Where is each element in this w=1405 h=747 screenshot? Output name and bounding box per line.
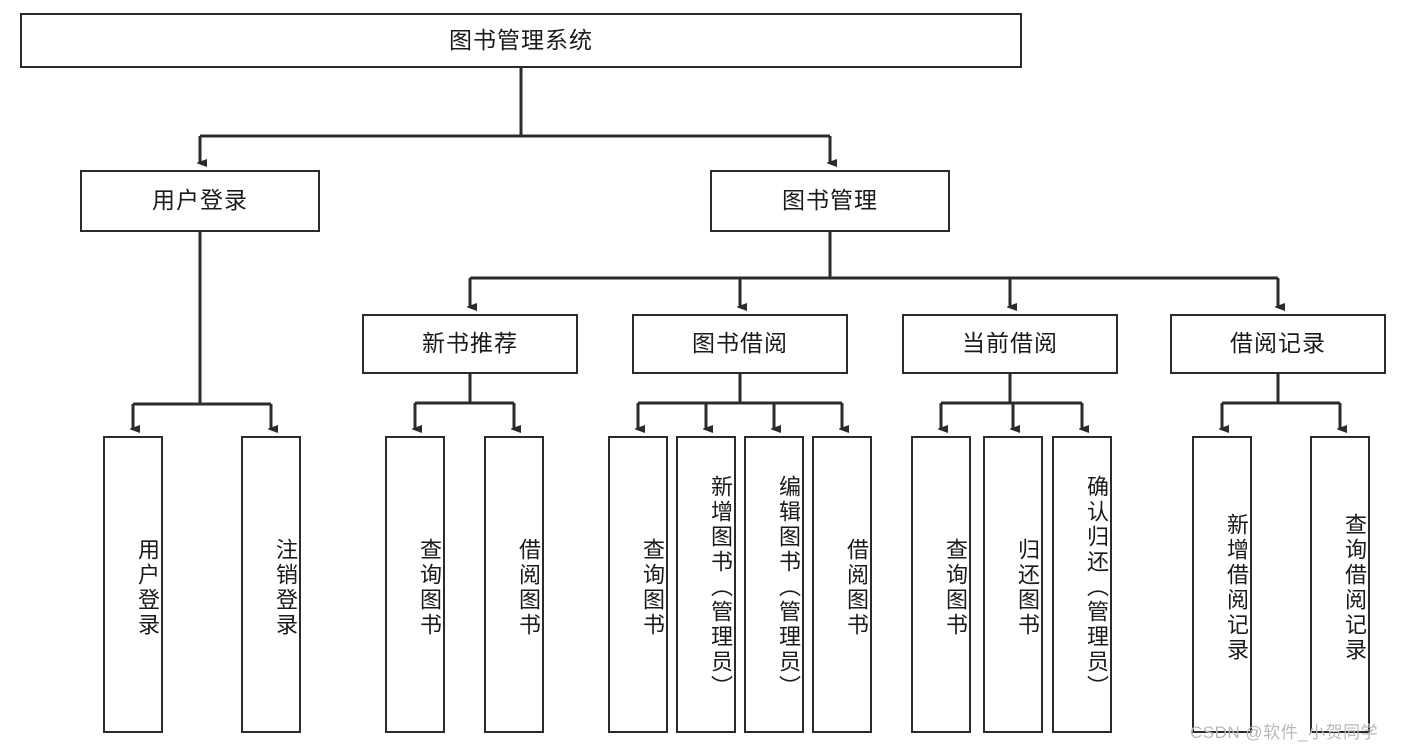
node-book-management[interactable]: 图书管理 (710, 170, 950, 232)
leaf-node[interactable]: 编辑图书（管理员） (744, 436, 804, 733)
leaf-node[interactable]: 归还图书 (983, 436, 1043, 733)
leaf-node-label: 归还图书 (1015, 537, 1040, 638)
node-new-book-recommend-label: 新书推荐 (422, 330, 518, 357)
node-book-borrow-label: 图书借阅 (692, 330, 788, 357)
node-borrow-record-label: 借阅记录 (1230, 330, 1326, 357)
node-root[interactable]: 图书管理系统 (20, 13, 1022, 68)
leaf-node[interactable]: 确认归还（管理员） (1052, 436, 1112, 733)
leaf-node[interactable]: 新增图书（管理员） (676, 436, 736, 733)
leaf-node-label: 借阅图书 (516, 537, 541, 638)
leaf-node-label: 借阅图书 (844, 537, 869, 638)
leaf-node[interactable]: 查询图书 (911, 436, 971, 733)
leaf-node-label: 注销登录 (273, 537, 298, 638)
leaf-node-label: 查询图书 (417, 537, 442, 638)
leaf-node[interactable]: 注销登录 (241, 436, 301, 733)
node-current-borrow-label: 当前借阅 (962, 330, 1058, 357)
leaf-node-label: 查询借阅记录 (1342, 512, 1367, 663)
csdn-watermark: CSDN @软件_小贺同学 (1190, 723, 1379, 742)
leaf-node-label: 编辑图书（管理员） (776, 475, 801, 700)
node-user-login-label: 用户登录 (152, 187, 248, 214)
node-book-management-label: 图书管理 (782, 187, 878, 214)
leaf-node[interactable]: 借阅图书 (812, 436, 872, 733)
leaf-node-label: 新增图书（管理员） (708, 475, 733, 700)
node-new-book-recommend[interactable]: 新书推荐 (362, 314, 578, 374)
leaf-node-label: 查询图书 (943, 537, 968, 638)
leaf-node[interactable]: 查询图书 (385, 436, 445, 733)
node-root-label: 图书管理系统 (449, 26, 593, 53)
leaf-node-label: 新增借阅记录 (1224, 512, 1249, 663)
node-current-borrow[interactable]: 当前借阅 (902, 314, 1118, 374)
node-book-borrow[interactable]: 图书借阅 (632, 314, 848, 374)
node-borrow-record[interactable]: 借阅记录 (1170, 314, 1386, 374)
leaf-node-label: 查询图书 (640, 537, 665, 638)
leaf-node[interactable]: 新增借阅记录 (1192, 436, 1252, 733)
leaf-node[interactable]: 用户登录 (103, 436, 163, 733)
leaf-node[interactable]: 查询借阅记录 (1310, 436, 1370, 733)
leaf-node[interactable]: 借阅图书 (484, 436, 544, 733)
node-user-login[interactable]: 用户登录 (80, 170, 320, 232)
leaf-node-label: 用户登录 (135, 537, 160, 638)
leaf-node[interactable]: 查询图书 (608, 436, 668, 733)
leaf-node-label: 确认归还（管理员） (1084, 475, 1109, 700)
